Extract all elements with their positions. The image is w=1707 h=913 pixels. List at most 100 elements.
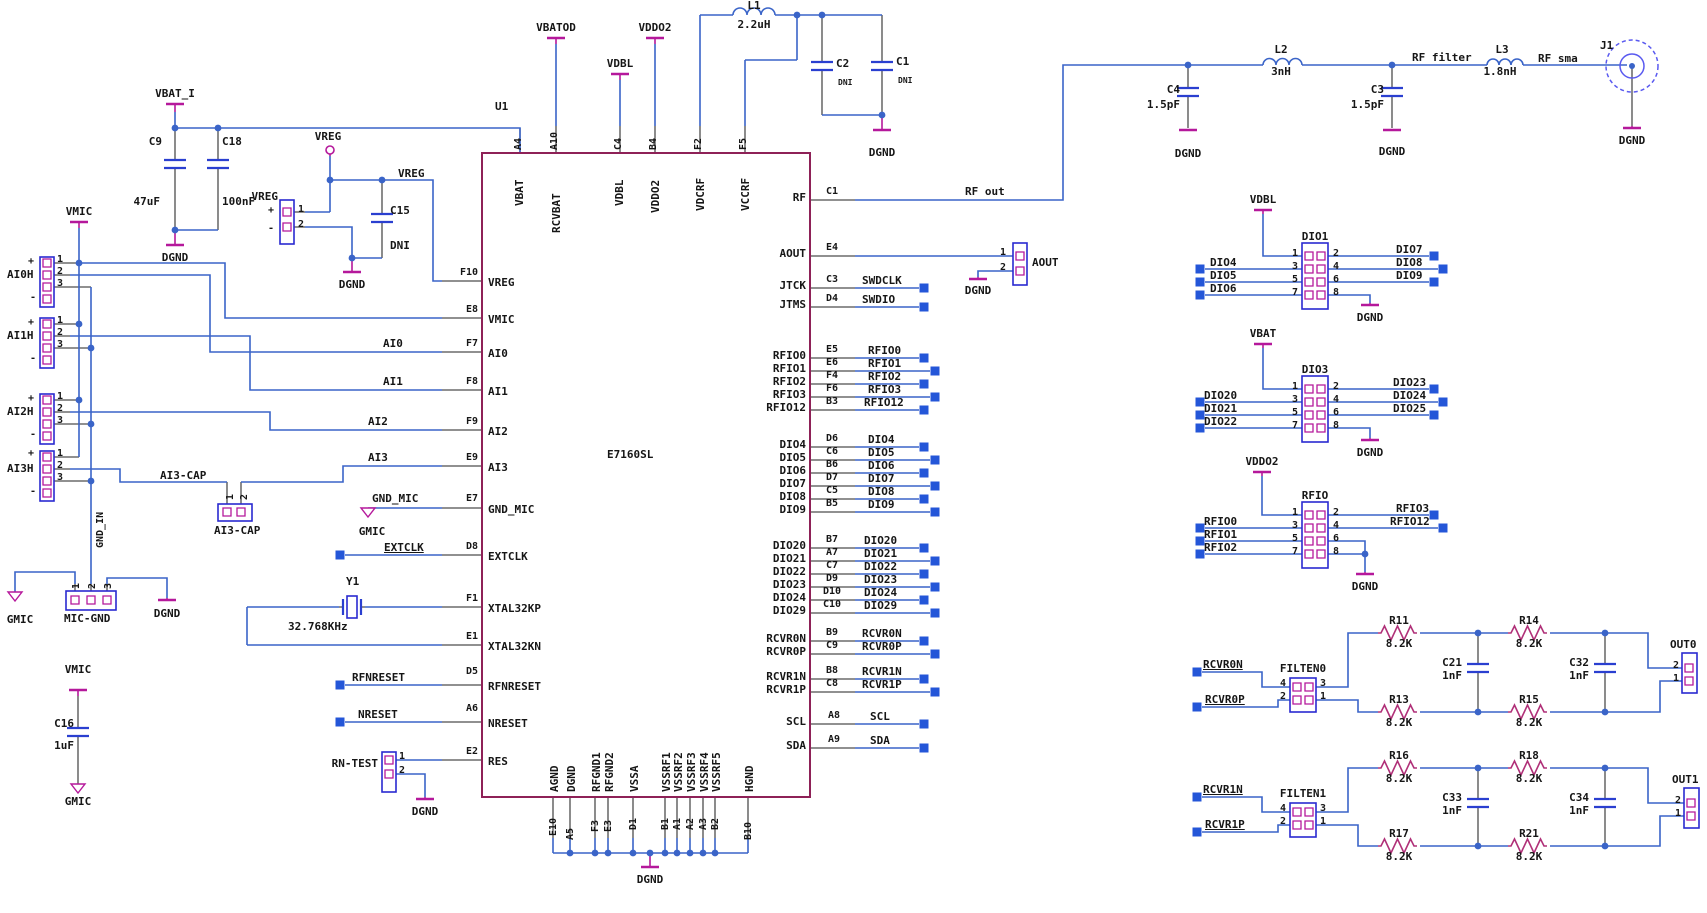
schematic-text: 1 [1291,248,1298,259]
header-FILTEN1 [1289,802,1317,838]
schematic-text: DGND [1618,134,1646,147]
schematic-text: 1 [999,247,1006,258]
schematic-text: VSSA [628,765,641,793]
net-portal-icon [1438,397,1448,407]
schematic-text: RF out [965,185,1005,198]
schematic-text: E5 [826,344,839,355]
schematic-text: RCVR0P [862,640,902,653]
schematic-text: EXTCLK [488,550,528,563]
schematic-text: DIO9 [1396,269,1423,282]
schematic-text: 8.2K [1385,850,1413,863]
schematic-text: DIO22 [772,565,806,578]
schematic-text: RCVR1N [766,670,806,683]
schematic-text: FILTEN0 [1279,662,1327,675]
schematic-text: R17 [1389,827,1409,840]
schematic-text: - [30,292,37,303]
connector-VREG [279,199,295,245]
schematic-text: A1 [672,817,683,830]
junction-dot [1474,764,1482,772]
schematic-text: RFIO2 [772,375,806,388]
schematic-text: D7 [826,472,839,483]
schematic-text: DGND [565,765,578,793]
net-portal-icon [919,379,929,389]
schematic-text: HGND [743,765,756,793]
schematic-text: A8 [828,710,841,721]
schematic-text: A5 [565,827,576,840]
schematic-text: DGND [161,251,189,264]
net-portal-icon [1195,423,1205,433]
resistors [1378,624,1547,855]
schematic-text: A10 [549,131,560,150]
schematic-text: 1 [1291,507,1298,518]
schematic-text: 32.768KHz [288,620,348,633]
schematic-text: RES [488,755,508,768]
schematic-text: DGND [153,607,181,620]
schematic-text: NRESET [488,717,528,730]
schematic-text: SWDCLK [862,274,902,287]
schematic-text: 1.5pF [1350,98,1384,111]
resistor-R16 [1378,759,1417,777]
net-portal-icon [930,481,940,491]
schematic-text: - [268,223,275,234]
sma-connector-J1 [1605,39,1659,93]
schematic-text: RFIO2 [1204,541,1238,554]
net-portal-icon [1192,827,1202,837]
schematic-text: VBAT [513,179,526,207]
schematic-text: 1 [1320,691,1327,702]
junction-dot [1601,629,1609,637]
net-portal-icon [335,680,345,690]
schematic-text: R15 [1519,693,1539,706]
schematic-text: 3 [1320,678,1327,689]
schematic-text: B3 [826,396,839,407]
inductors [732,7,1524,66]
schematic-text: DNI [898,76,913,85]
schematic-text: GND_MIC [372,492,419,505]
schematic-text: E7 [465,493,478,504]
schematic-text: 1.5pF [1146,98,1180,111]
junction-dot [87,344,95,352]
schematic-text: 5 [1291,407,1298,418]
schematic-text: RFGND2 [603,752,616,792]
schematic-text: DGND [1356,311,1384,324]
schematic-text: E6 [826,357,839,368]
schematic-text: C1 [826,186,839,197]
net-portal-icon [1195,410,1205,420]
schematic-text: 3 [1291,394,1298,405]
schematic-text: F4 [826,370,839,381]
junction-dot [711,849,719,857]
schematic-text: + [28,393,35,404]
schematic-text: VDDO2 [1245,455,1279,468]
gmic-arrow-icon [6,591,24,603]
schematic-text: C34 [1569,791,1589,804]
schematic-text: 1 [1291,381,1298,392]
schematic-text: 6 [1333,407,1340,418]
net-portal-icon [1429,384,1439,394]
schematic-text: VCCRF [739,177,752,211]
schematic-text: E1 [465,631,478,642]
schematic-text: JTMS [779,298,807,311]
schematic-text: DIO6 [868,459,895,472]
connector-AI2H [39,393,55,445]
junction-dot [818,11,826,19]
schematic-text: D4 [826,293,839,304]
schematic-text: VBATOD [536,21,576,34]
schematic-text: 4 [1279,678,1286,689]
schematic-text: AI1H [7,329,34,342]
schematic-text: RFIO0 [1204,515,1238,528]
schematic-text: DIO23 [864,573,898,586]
header-FILTEN0 [1289,677,1317,713]
schematic-text: AI2 [488,425,508,438]
schematic-text: RFIO12 [864,396,904,409]
schematic-text: C6 [826,446,839,457]
schematic-text: DNI [838,78,853,87]
net-portal-icon [1195,523,1205,533]
schematic-text: RCVR0N [1203,658,1243,671]
schematic-text: VSSRF3 [685,752,698,792]
schematic-text: RCVR1P [862,678,902,691]
schematic-text: R13 [1389,693,1409,706]
schematic-text: A4 [513,137,524,150]
schematic-text: DIO7 [1396,243,1423,256]
schematic-text: RCVBAT [550,193,563,233]
